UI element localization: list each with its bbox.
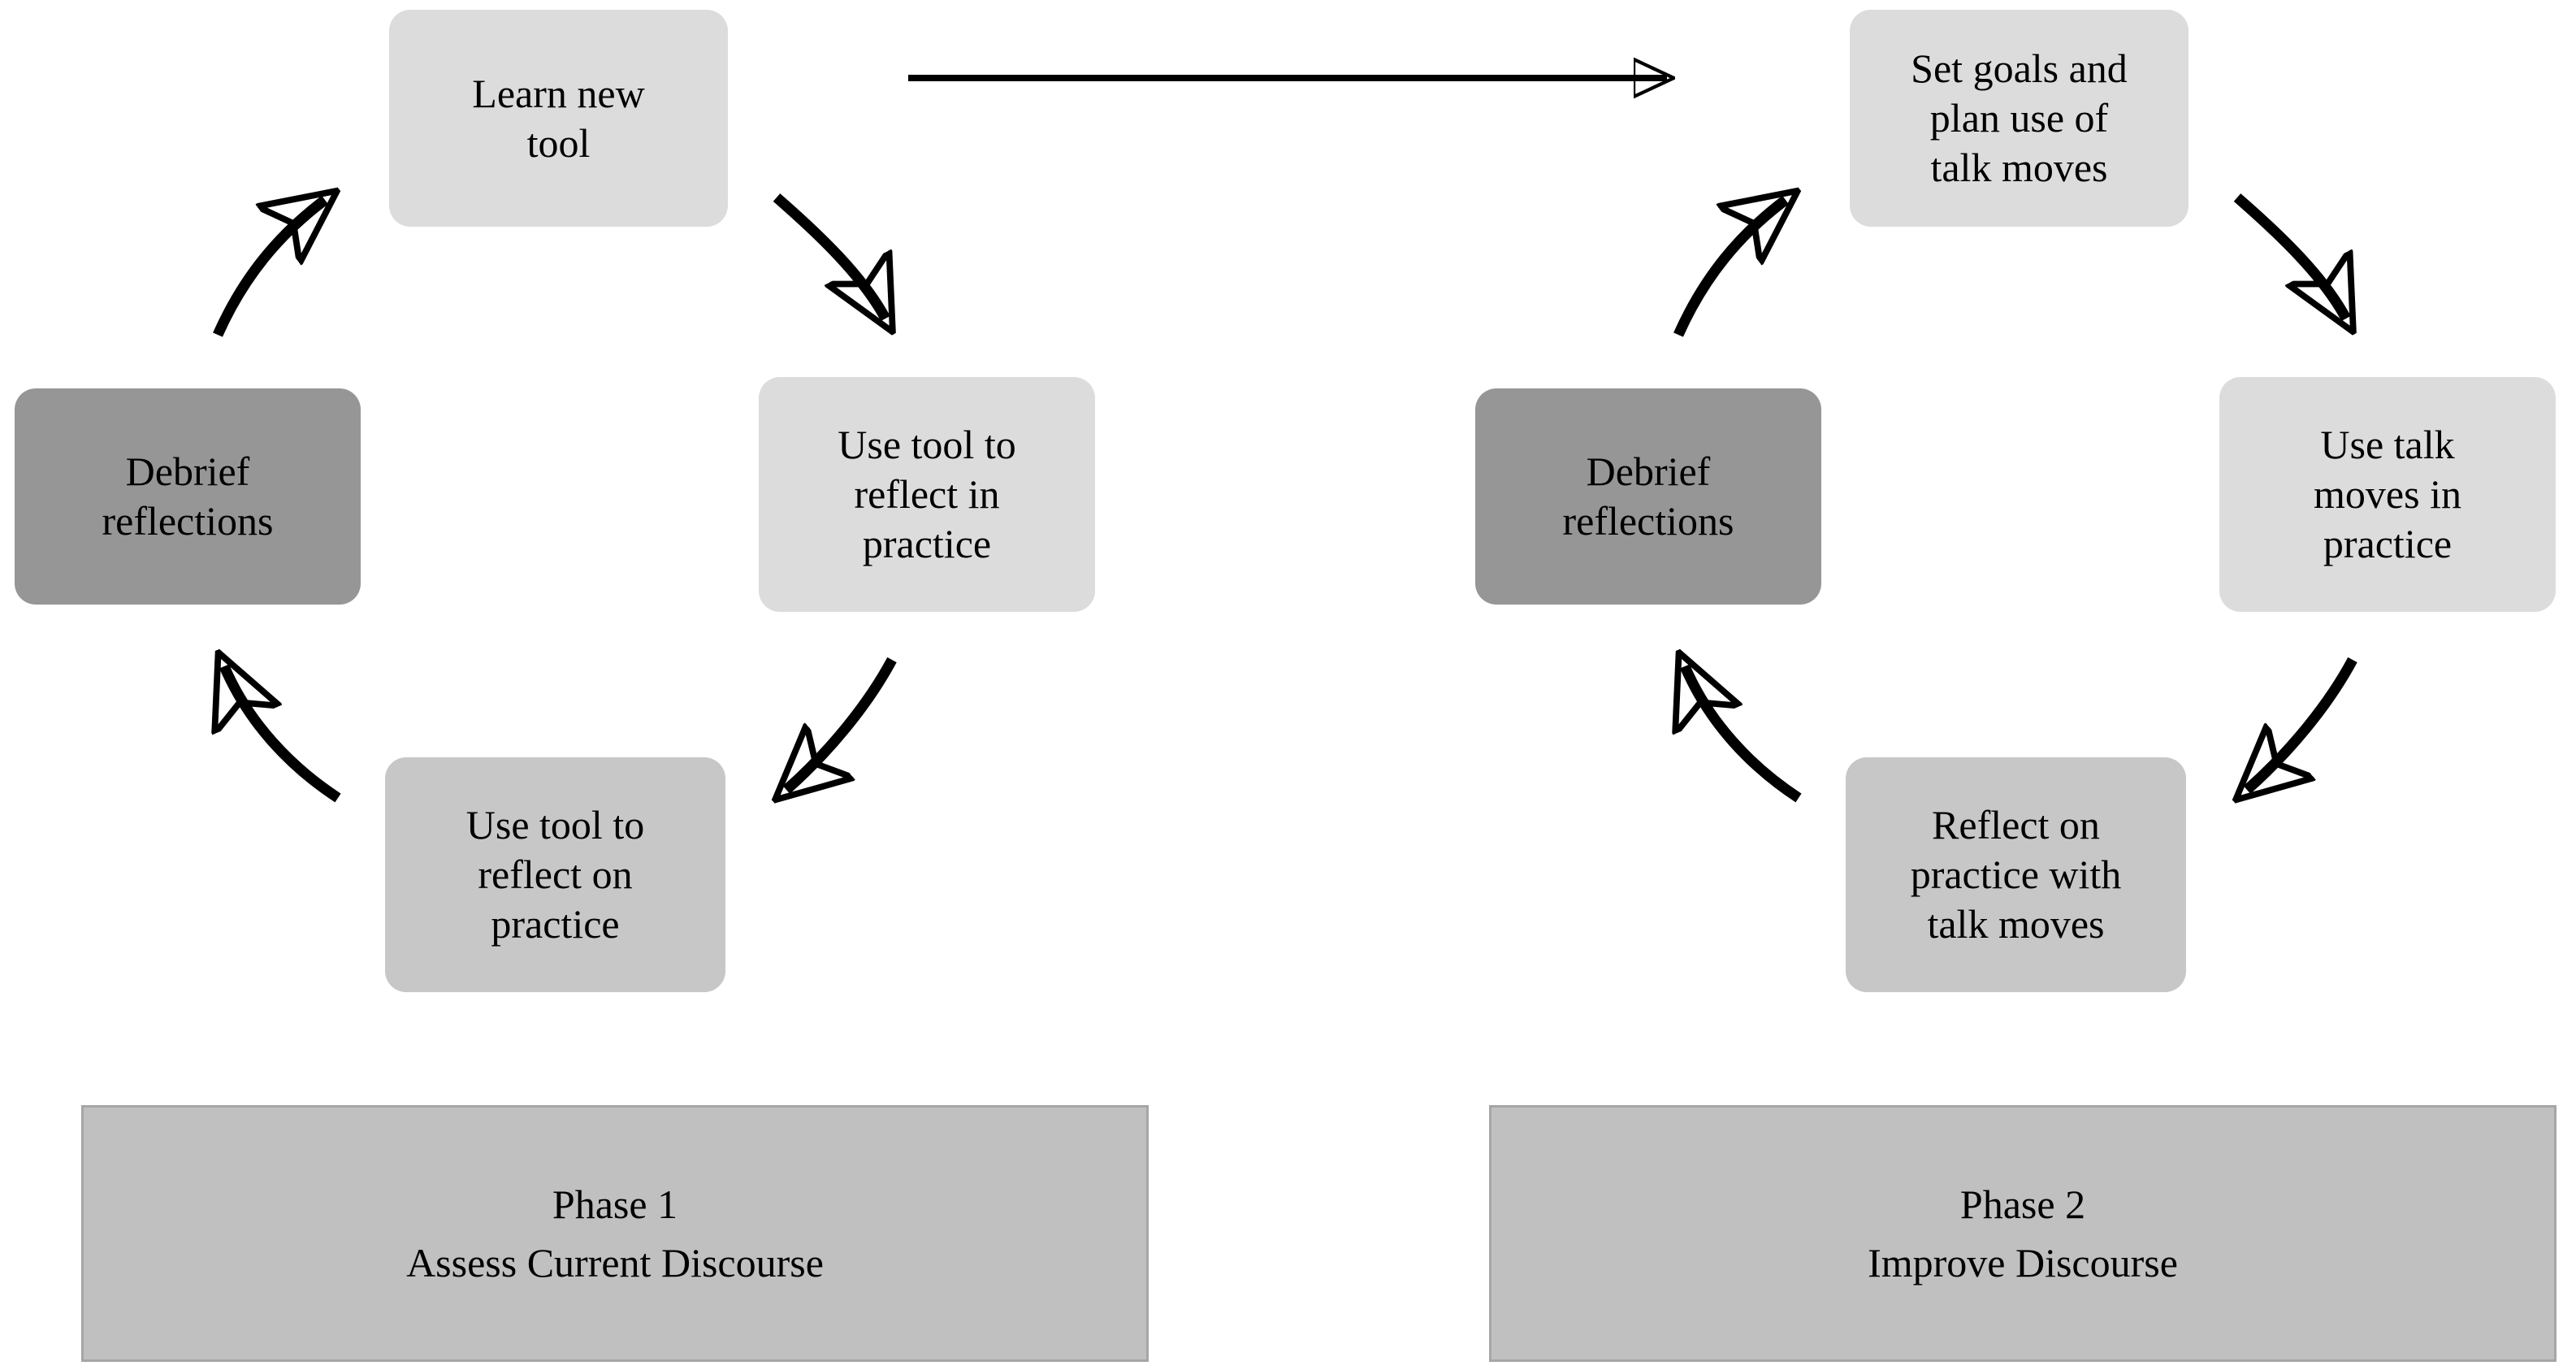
phase-2-bar[interactable]: Phase 2 Improve Discourse [1489,1105,2557,1362]
phase-1-title: Phase 1 [552,1181,678,1227]
arrow-reflect-on-practice-to-debrief [224,666,341,803]
phase-1-bar[interactable]: Phase 1 Assess Current Discourse [81,1105,1149,1362]
node-debrief-reflections-phase1[interactable]: Debrief reflections [15,388,361,605]
arrow-learn-to-reflect-in-practice [773,193,885,319]
arrow-reflect-practice-to-debrief [1685,666,1802,803]
node-debrief-reflections-phase2[interactable]: Debrief reflections [1475,388,1821,605]
node-reflect-on-practice-with-talk-moves[interactable]: Reflect on practice with talk moves [1846,757,2186,992]
arrow-set-goals-to-use-talk-moves [2233,193,2346,319]
arrow-debrief-to-set-goals [1673,200,1786,337]
phase-1-subtitle: Assess Current Discourse [406,1240,824,1285]
node-use-talk-moves-in-practice[interactable]: Use talk moves in practice [2219,377,2556,612]
node-use-tool-reflect-on-practice[interactable]: Use tool to reflect on practice [385,757,725,992]
phase-2-subtitle: Improve Discourse [1868,1240,2178,1285]
arrow-debrief-to-learn-new-tool [213,200,325,337]
node-learn-new-tool[interactable]: Learn new tool [389,10,728,227]
arrow-use-talk-moves-to-reflect-on-practice [2247,657,2357,790]
node-set-goals-plan-talk-moves[interactable]: Set goals and plan use of talk moves [1850,10,2189,227]
node-use-tool-reflect-in-practice[interactable]: Use tool to reflect in practice [759,377,1095,612]
phase-2-title: Phase 2 [1959,1181,2086,1227]
arrow-reflect-in-to-reflect-on-practice [786,657,897,790]
